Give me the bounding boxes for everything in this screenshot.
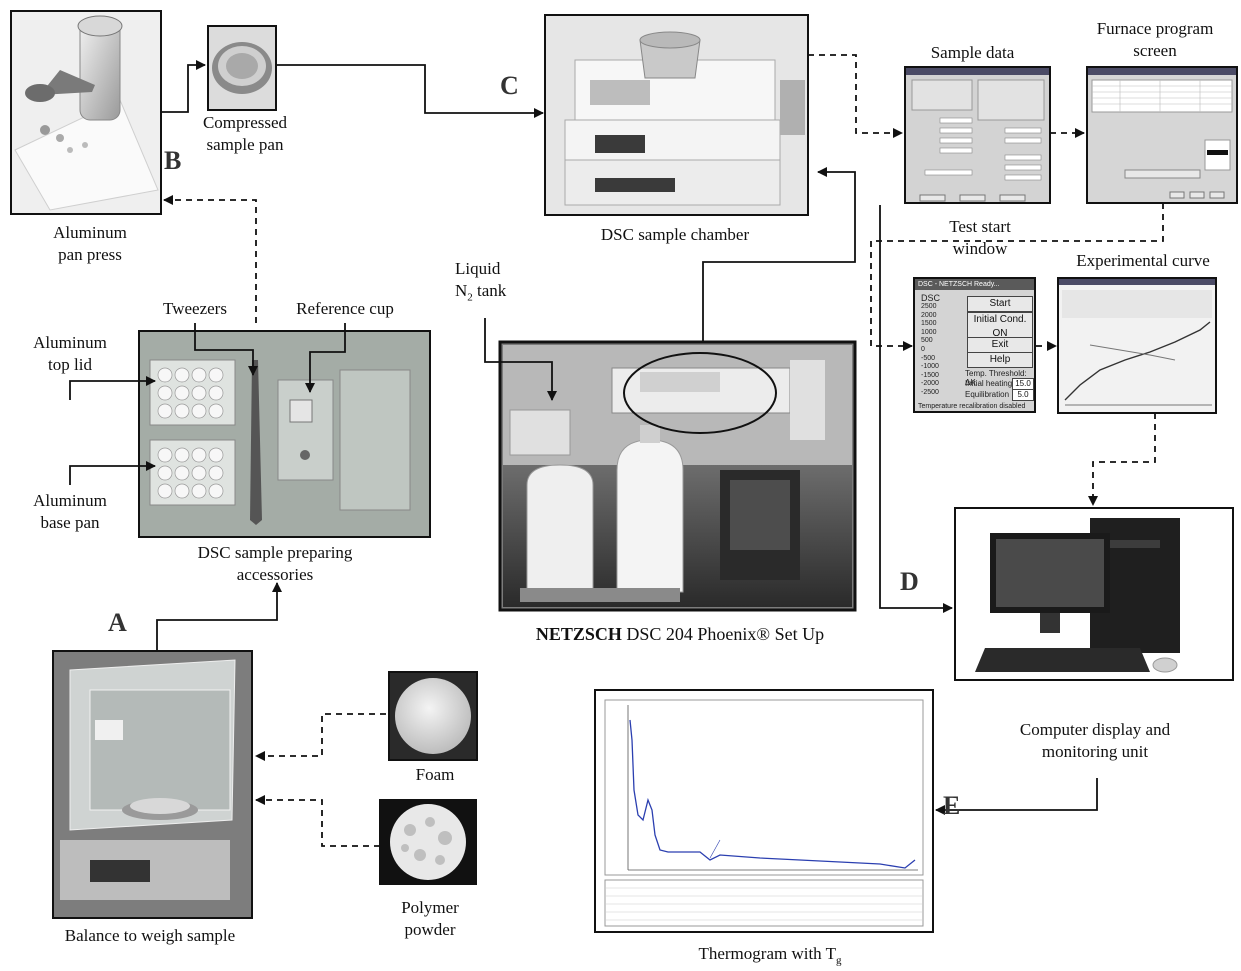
balance-label: Balance to weigh sample (30, 925, 270, 947)
dsc-axis-label: DSC (921, 293, 940, 303)
window-title-bar: DSC - NETZSCH Ready... (915, 279, 1034, 290)
dsc-scale-tick: 2500 (921, 303, 937, 310)
dsc-scale-tick: 1000 (921, 329, 937, 336)
sample-data-screen (905, 67, 1050, 203)
initial-heating-label: Initial heating (965, 379, 1012, 388)
dsc-scale-tick: 0 (921, 346, 925, 353)
foam-label: Foam (395, 764, 475, 786)
reference-cup-label: Reference cup (280, 298, 410, 320)
dsc-chamber-label: DSC sample chamber (560, 224, 790, 246)
computer-monitor-icon (955, 508, 1233, 680)
status-text: Temperature recalibration disabled (918, 403, 1025, 410)
balance-photo (53, 651, 252, 918)
aluminum-pan-press-photo (11, 11, 161, 214)
start-button[interactable]: Start (967, 296, 1033, 312)
step-a-label: A (108, 608, 127, 638)
thermogram-plot (595, 690, 933, 932)
step-d-label: D (900, 567, 919, 597)
dsc-scale-tick: -500 (921, 355, 935, 362)
experimental-curve-screen (1058, 278, 1216, 413)
experimental-curve-label: Experimental curve (1058, 250, 1228, 272)
dsc-scale-tick: -2000 (921, 380, 939, 387)
step-b-label: B (164, 146, 181, 176)
accessories-photo (139, 331, 430, 537)
exit-button[interactable]: Exit (967, 337, 1033, 353)
sample-data-label: Sample data (910, 42, 1035, 64)
compressed-pan-photo (208, 26, 276, 110)
equilibration-field[interactable]: 5.0 (1012, 389, 1034, 401)
step-e-label: E (943, 791, 960, 821)
tweezers-label: Tweezers (150, 298, 240, 320)
dsc-chamber-photo (545, 15, 808, 215)
polymer-powder-photo (380, 800, 476, 884)
dsc-scale-tick: 2000 (921, 312, 937, 319)
setup-caption: NETZSCH DSC 204 Phoenix® Set Up (470, 623, 890, 645)
dsc-scale-tick: -1000 (921, 363, 939, 370)
dsc-scale-tick: 500 (921, 337, 933, 344)
dsc-scale-tick: -2500 (921, 389, 939, 396)
liquid-n2-label: Liquid N2 tank (455, 258, 506, 308)
dsc-scale-tick: 1500 (921, 320, 937, 327)
foam-sample-photo (389, 672, 477, 760)
equilibration-label: Equilibration (965, 390, 1009, 399)
setup-brand: NETZSCH (536, 624, 622, 644)
furnace-program-screen (1087, 67, 1237, 203)
help-button[interactable]: Help (967, 352, 1033, 368)
step-c-label: C (500, 71, 519, 101)
dsc-scale-tick: -1500 (921, 372, 939, 379)
netzsch-setup-photo (500, 342, 855, 610)
